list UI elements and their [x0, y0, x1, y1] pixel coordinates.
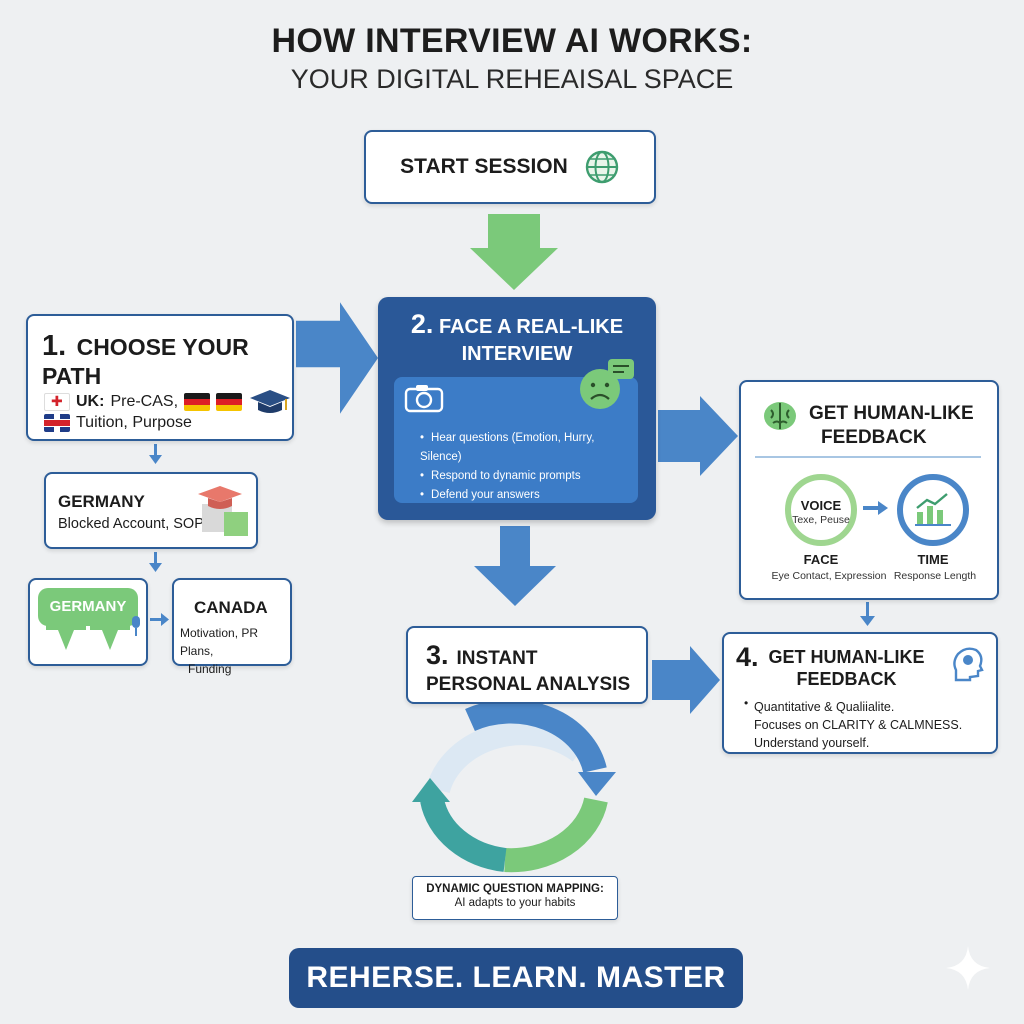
analysis-card[interactable]: 3.INSTANT PERSONAL ANALYSIS	[406, 626, 648, 704]
face-interview-bullets: Hear questions (Emotion, Hurry, Silence)…	[420, 429, 638, 505]
page-title: HOW INTERVIEW AI WORKS:	[271, 22, 753, 60]
time-sub: Response Length	[893, 570, 977, 582]
germany-green-label: GERMANY	[38, 588, 138, 626]
arrow-right-2	[658, 396, 738, 476]
germany-card[interactable]: GERMANY Blocked Account, SOP	[44, 472, 258, 549]
dynamic-text: AI adapts to your habits	[454, 897, 576, 909]
canada-text: Motivation, PR Plans, Funding	[180, 626, 259, 676]
uk-flag-icon	[44, 414, 70, 432]
small-arrow-4	[150, 613, 169, 626]
head-profile-icon	[953, 647, 984, 682]
arrow-right-3	[652, 646, 720, 714]
cycle-diagram	[412, 699, 616, 873]
tuition-line: Tuition, Purpose	[44, 414, 192, 432]
brain-icon	[764, 402, 796, 430]
start-session-label: START SESSION	[400, 155, 568, 178]
small-arrow-2	[149, 552, 162, 572]
voice-label: VOICE	[800, 498, 842, 513]
feedback-2-text: Quantitative & Qualiialite. Focuses on C…	[754, 700, 963, 750]
germany-text: Blocked Account, SOP	[58, 516, 204, 532]
bullet-item: Respond to dynamic prompts	[420, 467, 638, 486]
arrow-right-small-icon	[863, 501, 888, 515]
germany-green-card[interactable]: GERMANY	[28, 578, 148, 666]
face-label: FACE	[803, 552, 839, 567]
germany-flag-icon	[184, 393, 211, 411]
choose-path-card[interactable]: 1. CHOOSE YOUR PATH UK: Pre-CAS, Tuition…	[26, 314, 294, 441]
dynamic-mapping-card: DYNAMIC QUESTION MAPPING: AI adapts to y…	[412, 876, 618, 920]
small-arrow-1	[149, 444, 162, 464]
face-interview-title: 2. FACE A REAL-LIKE INTERVIEW	[410, 309, 624, 366]
face-interview-card[interactable]: 2. FACE A REAL-LIKE INTERVIEW Hear quest…	[378, 297, 656, 520]
canada-flag-icon	[44, 393, 70, 411]
arrow-down-green	[470, 214, 558, 290]
uk-line: UK: Pre-CAS,	[44, 388, 292, 416]
face-interview-panel: Hear questions (Emotion, Hurry, Silence)…	[394, 359, 638, 505]
bullet-item: Defend your answers	[420, 486, 638, 505]
sad-face-chat-icon	[580, 359, 634, 409]
graduation-cap-icon	[250, 390, 291, 413]
globe-icon	[585, 150, 619, 184]
footer-banner: REHERSE. LEARN. MASTER	[289, 948, 743, 1008]
time-ring	[897, 474, 969, 546]
page-subtitle: YOUR DIGITAL REHEAISAL SPACE	[290, 64, 734, 94]
dynamic-title: DYNAMIC QUESTION MAPPING:	[426, 883, 604, 895]
analysis-title: 3.INSTANT PERSONAL ANALYSIS	[426, 640, 631, 696]
camera-icon	[404, 385, 444, 413]
double-down-arrow-icon	[46, 622, 130, 650]
voice-sub: Texe, Peuse	[792, 514, 850, 526]
time-label: TIME	[917, 552, 949, 567]
start-session-button[interactable]: START SESSION	[364, 130, 656, 204]
choose-path-title: 1. CHOOSE YOUR PATH	[42, 330, 249, 389]
germany-flag-icon-2	[216, 393, 243, 411]
arrow-down-1	[474, 526, 556, 606]
divider	[755, 456, 981, 458]
canada-card[interactable]: CANADA Motivation, PR Plans, Funding	[172, 578, 292, 676]
growth-chart-icon	[915, 493, 951, 526]
graduation-cap-icon-red	[198, 486, 248, 536]
microphone-icon	[132, 616, 140, 636]
canada-title: CANADA	[194, 598, 268, 617]
bullet-item: Hear questions (Emotion, Hurry, Silence)	[420, 429, 638, 467]
bullet-marker: •	[744, 696, 749, 710]
germany-title: GERMANY	[58, 492, 145, 511]
small-arrow-3	[860, 602, 875, 626]
voice-ring	[785, 474, 857, 546]
arrow-right-1	[296, 302, 378, 414]
face-sub: Eye Contact, Expression	[771, 570, 887, 582]
sparkle-icon	[946, 946, 990, 990]
